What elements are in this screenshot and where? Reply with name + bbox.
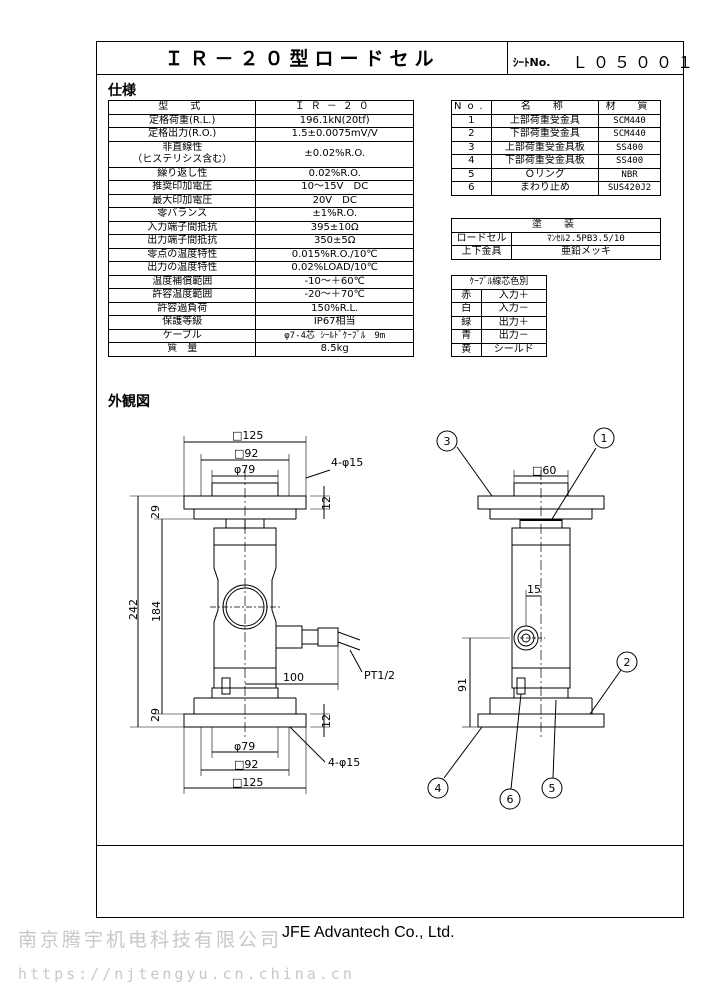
wire-signal: 出力－ xyxy=(480,329,548,344)
spec-item: 非直線性 （ヒステリシス含む） xyxy=(107,140,257,168)
spec-value: 0.02%LOAD/10℃ xyxy=(255,261,414,276)
dim-29-top: 29 xyxy=(149,505,162,519)
spec-item: 質 量 xyxy=(107,342,257,357)
balloon-label-5: 5 xyxy=(549,782,556,795)
dim-15: 15 xyxy=(527,583,541,596)
cable-color-row: 白入力－ xyxy=(451,302,548,317)
cable-color-header: ｹｰﾌﾞﾙ線芯色別 xyxy=(451,275,547,290)
spec-value: ±0.02%R.O. xyxy=(255,140,414,168)
coating-value: 亜鉛メッキ xyxy=(510,245,662,260)
dim-12-top: 12 xyxy=(320,496,333,510)
spec-row: 非直線性 （ヒステリシス含む）±0.02%R.O. xyxy=(107,140,414,168)
part-number: 6 xyxy=(451,181,492,196)
spec-row: 定格出力(R.O.)1.5±0.0075mV/V xyxy=(107,127,414,142)
cable-color-row: 青出力－ xyxy=(451,329,548,344)
sheet-number-label: ｼｰﾄNo. xyxy=(513,56,551,69)
spec-item: 許容温度範囲 xyxy=(107,288,257,303)
part-material: SCM440 xyxy=(598,127,661,142)
dim-holes-bottom: 4-φ15 xyxy=(328,756,360,769)
watermark-company: 南京腾宇机电科技有限公司 xyxy=(18,929,283,951)
balloon-label-3: 3 xyxy=(444,435,451,448)
dim-125-top: □125 xyxy=(232,429,263,442)
balloon-label-1: 1 xyxy=(601,432,608,445)
balloon-label-6: 6 xyxy=(507,793,514,806)
balloon-5 xyxy=(541,777,563,799)
coating-table: 塗 装 ロードセルﾏﾝｾﾙ2.5PB3.5/10 上下金具亜鉛メッキ xyxy=(451,218,662,260)
spec-value: -10～＋60℃ xyxy=(255,274,414,289)
wire-color: 赤 xyxy=(451,288,482,303)
cable-color-table: ｹｰﾌﾞﾙ線芯色別赤入力＋白入力－緑出力＋青出力－黄シールド xyxy=(451,275,548,357)
notes-divider xyxy=(96,845,684,847)
balloon-3 xyxy=(436,430,458,452)
part-material: SUS420J2 xyxy=(598,181,661,196)
balloon-2 xyxy=(616,651,638,673)
dim-29-bottom: 29 xyxy=(149,708,162,722)
spec-value: IP67相当 xyxy=(255,315,414,330)
dim-92-top: □92 xyxy=(234,447,258,460)
spec-item: 出力の温度特性 xyxy=(107,261,257,276)
spec-item: 保護等級 xyxy=(107,315,257,330)
dim-79-top: φ79 xyxy=(234,463,255,476)
spec-row: 温度補償範囲-10～＋60℃ xyxy=(107,274,414,289)
dim-91: 91 xyxy=(456,678,469,692)
company-name: JFE Advantech Co., Ltd. xyxy=(282,924,455,941)
dim-242: 242 xyxy=(127,599,140,620)
dim-184: 184 xyxy=(150,601,163,622)
title-sheetno-divider xyxy=(507,41,509,74)
dim-100: 100 xyxy=(283,671,304,684)
dim-12-bottom: 12 xyxy=(320,714,333,728)
page-title: ＩＲ－２０型ロードセル xyxy=(164,48,440,70)
watermark-url: https://njtengyu.cn.china.cn xyxy=(18,965,355,983)
spec-row: 許容温度範囲-20～＋70℃ xyxy=(107,288,414,303)
spec-item: 零点の温度特性 xyxy=(107,247,257,262)
title-divider xyxy=(96,74,684,76)
balloon-1 xyxy=(593,427,615,449)
cable-color-row: 赤入力＋ xyxy=(451,288,548,303)
spec-item: 許容過負荷 xyxy=(107,301,257,316)
balloon-4 xyxy=(427,777,449,799)
wire-signal: 入力＋ xyxy=(480,288,548,303)
spec-value: 150%R.L. xyxy=(255,301,414,316)
wire-signal: 入力－ xyxy=(480,302,548,317)
dim-thread: PT1/2 xyxy=(364,669,395,682)
dim-79-bottom: φ79 xyxy=(234,740,255,753)
wire-color: 白 xyxy=(451,302,482,317)
cable-color-row: 緑出力＋ xyxy=(451,315,548,330)
balloon-label-2: 2 xyxy=(624,656,631,669)
spec-value: φ7-4芯 ｼｰﾙﾄﾞｹｰﾌﾞﾙ 9m xyxy=(255,328,414,343)
dim-60: □60 xyxy=(532,464,556,477)
spec-heading: 仕様 xyxy=(108,83,136,99)
dim-125-bottom: □125 xyxy=(232,776,263,789)
balloon-6 xyxy=(499,788,521,810)
cable-color-row: 黄シールド xyxy=(451,342,548,357)
wire-signal: 出力＋ xyxy=(480,315,548,330)
drawing-sheet-border xyxy=(96,41,684,918)
wire-signal: シールド xyxy=(480,342,548,357)
spec-item: 温度補償範囲 xyxy=(107,274,257,289)
spec-value: -20～＋70℃ xyxy=(255,288,414,303)
spec-item: ケーブル xyxy=(107,328,257,343)
dim-holes-top: 4-φ15 xyxy=(331,456,363,469)
dim-92-bottom: □92 xyxy=(234,758,258,771)
outline-heading: 外観図 xyxy=(108,394,150,410)
sheet-number: Ｌ０５００１ xyxy=(572,53,699,72)
spec-value: 0.015%R.O./10℃ xyxy=(255,247,414,262)
spec-value: 8.5kg xyxy=(255,342,414,357)
balloon-label-4: 4 xyxy=(435,782,442,795)
